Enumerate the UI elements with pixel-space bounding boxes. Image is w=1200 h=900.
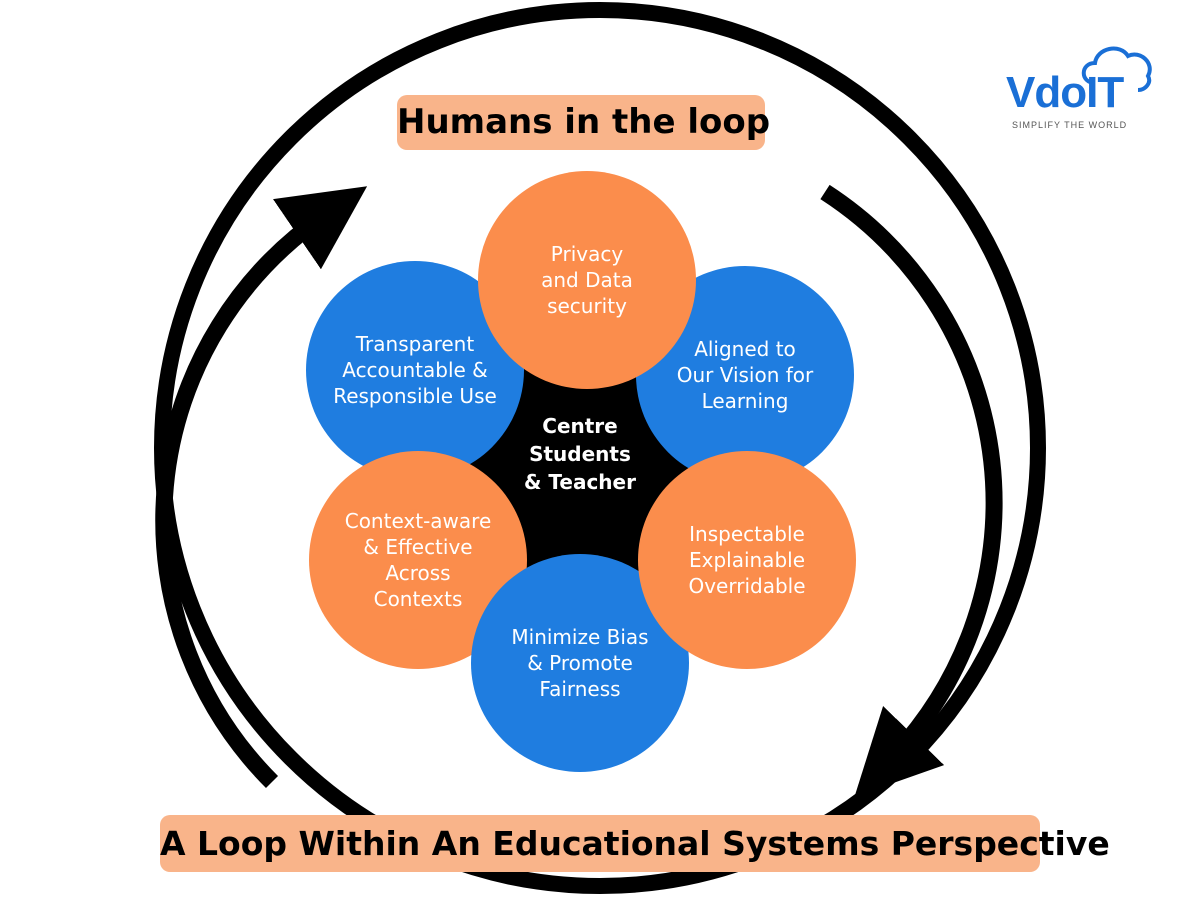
principle-label: Context-aware & Effective Across Context…: [344, 509, 492, 611]
principle-label: Aligned to Our Vision for Learning: [676, 337, 814, 413]
vdoit-logo: VdoIT SIMPLIFY THE WORLD: [1000, 38, 1160, 138]
logo-brand: VdoIT: [1006, 68, 1124, 117]
logo-tagline: SIMPLIFY THE WORLD: [1012, 120, 1128, 130]
right-arrow-arc: [820, 184, 1003, 797]
left-arrow-arc: [155, 186, 368, 789]
principle-inspectable: Inspectable Explainable Overridable: [638, 451, 856, 669]
principle-transparent: Transparent Accountable & Responsible Us…: [306, 261, 524, 479]
principle-label: Transparent Accountable & Responsible Us…: [333, 332, 497, 408]
principle-privacy: Privacy and Data security: [478, 171, 696, 389]
outer-loop-ring: [154, 2, 1046, 894]
principle-label: Minimize Bias & Promote Fairness: [511, 625, 649, 701]
humans-in-the-loop-banner: Humans in the loop: [397, 95, 770, 150]
principle-label: Privacy and Data security: [541, 242, 633, 318]
principle-context-aware: Context-aware & Effective Across Context…: [309, 451, 527, 669]
principle-label: Inspectable Explainable Overridable: [688, 522, 806, 598]
cloud-icon: [1081, 46, 1152, 92]
educational-systems-banner: A Loop Within An Educational Systems Per…: [160, 815, 1110, 872]
center-label: Centre Students & Teacher: [524, 414, 636, 494]
